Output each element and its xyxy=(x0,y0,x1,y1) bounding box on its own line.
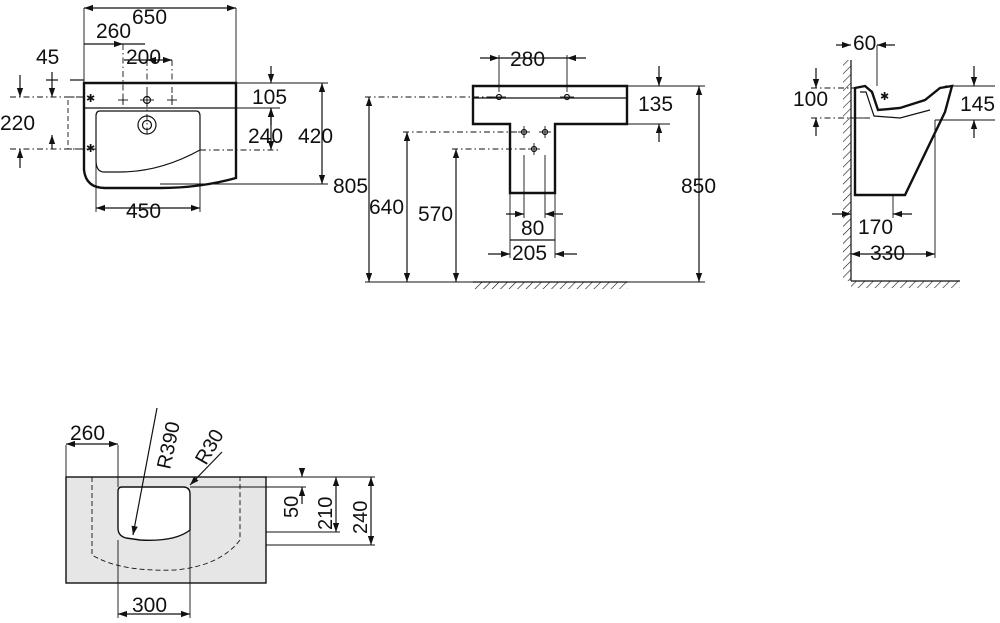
svg-text:✱: ✱ xyxy=(86,143,95,155)
dim-135: 135 xyxy=(638,93,673,116)
dim-r390: R390 xyxy=(153,420,184,471)
dim-280: 280 xyxy=(510,48,545,71)
floor-hatch xyxy=(473,282,628,289)
dim-240-plan: 240 xyxy=(350,501,372,534)
dim-145: 145 xyxy=(960,93,995,116)
dim-300: 300 xyxy=(132,594,167,617)
dim-330: 330 xyxy=(870,242,905,265)
dim-260-top: 260 xyxy=(96,20,131,43)
basin-bowl xyxy=(95,110,201,173)
dim-420: 420 xyxy=(298,125,333,148)
dim-80: 80 xyxy=(521,217,544,240)
dim-570: 570 xyxy=(418,203,453,226)
wall-hatch xyxy=(843,60,851,281)
basin-inner-profile xyxy=(860,91,931,119)
dim-50: 50 xyxy=(281,496,303,518)
dim-45: 45 xyxy=(36,46,59,69)
dim-60: 60 xyxy=(853,32,876,55)
basin-profile xyxy=(853,84,954,197)
basin-outline xyxy=(82,81,238,190)
dim-450: 450 xyxy=(126,200,161,223)
bowl-cutout xyxy=(117,486,191,541)
dim-170: 170 xyxy=(858,216,893,239)
elevation-view: 280 135 805 640 570 850 80 205 xyxy=(333,48,716,289)
dim-205: 205 xyxy=(512,242,547,265)
side-bracket xyxy=(67,96,85,150)
dim-260-plan: 260 xyxy=(70,422,105,445)
dim-105: 105 xyxy=(252,86,287,109)
dim-r30: R30 xyxy=(191,426,228,469)
front-view: ✱ ✱ 650 260 200 xyxy=(0,4,333,223)
dim-640: 640 xyxy=(369,196,404,219)
dim-210: 210 xyxy=(315,497,337,530)
countertop-cutout-curve xyxy=(91,477,241,571)
dim-805: 805 xyxy=(333,175,368,198)
side-view: ✱ 60 100 145 170 330 xyxy=(793,32,995,288)
dim-650: 650 xyxy=(132,6,167,29)
tap-holes: ✱ ✱ xyxy=(86,93,177,155)
dim-220: 220 xyxy=(0,112,35,135)
floor-hatch-side xyxy=(851,281,960,288)
dim-850: 850 xyxy=(681,175,716,198)
basin-elevation xyxy=(471,84,629,195)
plan-view: 260 300 R390 R30 50 210 240 xyxy=(65,407,375,618)
dim-240-front: 240 xyxy=(248,125,283,148)
dim-200: 200 xyxy=(126,46,161,69)
dim-100: 100 xyxy=(793,88,828,111)
svg-text:✱: ✱ xyxy=(880,91,889,103)
svg-text:✱: ✱ xyxy=(86,93,95,105)
fixing-marks xyxy=(492,93,574,155)
